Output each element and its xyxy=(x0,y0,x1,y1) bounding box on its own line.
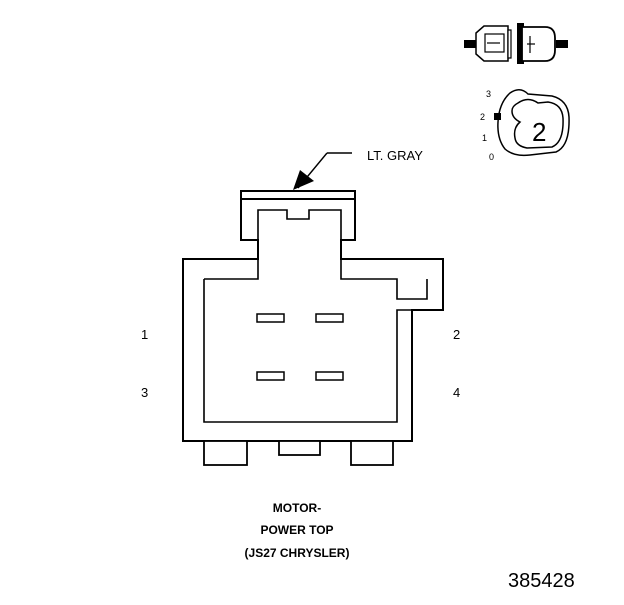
left-wire-stub xyxy=(464,40,476,48)
connector-face xyxy=(182,190,444,466)
receptacle-rim xyxy=(517,23,524,64)
connector-housing xyxy=(182,190,444,442)
caption-line-3: (JS27 CHRYSLER) xyxy=(245,546,350,560)
connector-mating-icon xyxy=(464,23,568,64)
bottom-tab-left xyxy=(203,440,248,466)
right-wire-stub xyxy=(556,40,568,48)
selected-position-number: 2 xyxy=(532,117,546,147)
terminal-4 xyxy=(315,371,344,381)
position-label-2: 2 xyxy=(480,112,485,122)
caption-line-2: POWER TOP xyxy=(260,523,333,537)
position-selector-icon: 3 2 1 0 2 xyxy=(480,89,570,162)
pin-label-3: 3 xyxy=(141,385,148,400)
terminal-1 xyxy=(256,313,285,323)
connector-caption: MOTOR- POWER TOP (JS27 CHRYSLER) xyxy=(245,501,350,560)
figure-number: 385428 xyxy=(508,570,575,592)
receptacle-body xyxy=(521,26,556,62)
color-label: LT. GRAY xyxy=(367,148,423,163)
position-label-3: 3 xyxy=(486,89,491,99)
pin-label-2: 2 xyxy=(453,327,460,342)
caption-line-1: MOTOR- xyxy=(273,501,321,515)
callout-arrow-head xyxy=(293,170,314,190)
terminal-3 xyxy=(256,371,285,381)
bottom-tab-center xyxy=(278,440,321,456)
connector-cavity-top xyxy=(204,209,428,300)
pin-labels: 1 2 3 4 xyxy=(141,327,460,400)
position-label-1: 1 xyxy=(482,133,487,143)
position-label-0: 0 xyxy=(489,152,494,162)
pin-label-1: 1 xyxy=(141,327,148,342)
pin-label-4: 4 xyxy=(453,385,460,400)
terminal-2 xyxy=(315,313,344,323)
selector-inner-plate xyxy=(511,98,564,149)
color-callout: LT. GRAY xyxy=(293,148,423,190)
selector-pointer xyxy=(494,113,501,120)
bottom-tab-right xyxy=(350,440,394,466)
connector-cavity-outline xyxy=(203,279,420,423)
plug-flange xyxy=(507,29,512,59)
